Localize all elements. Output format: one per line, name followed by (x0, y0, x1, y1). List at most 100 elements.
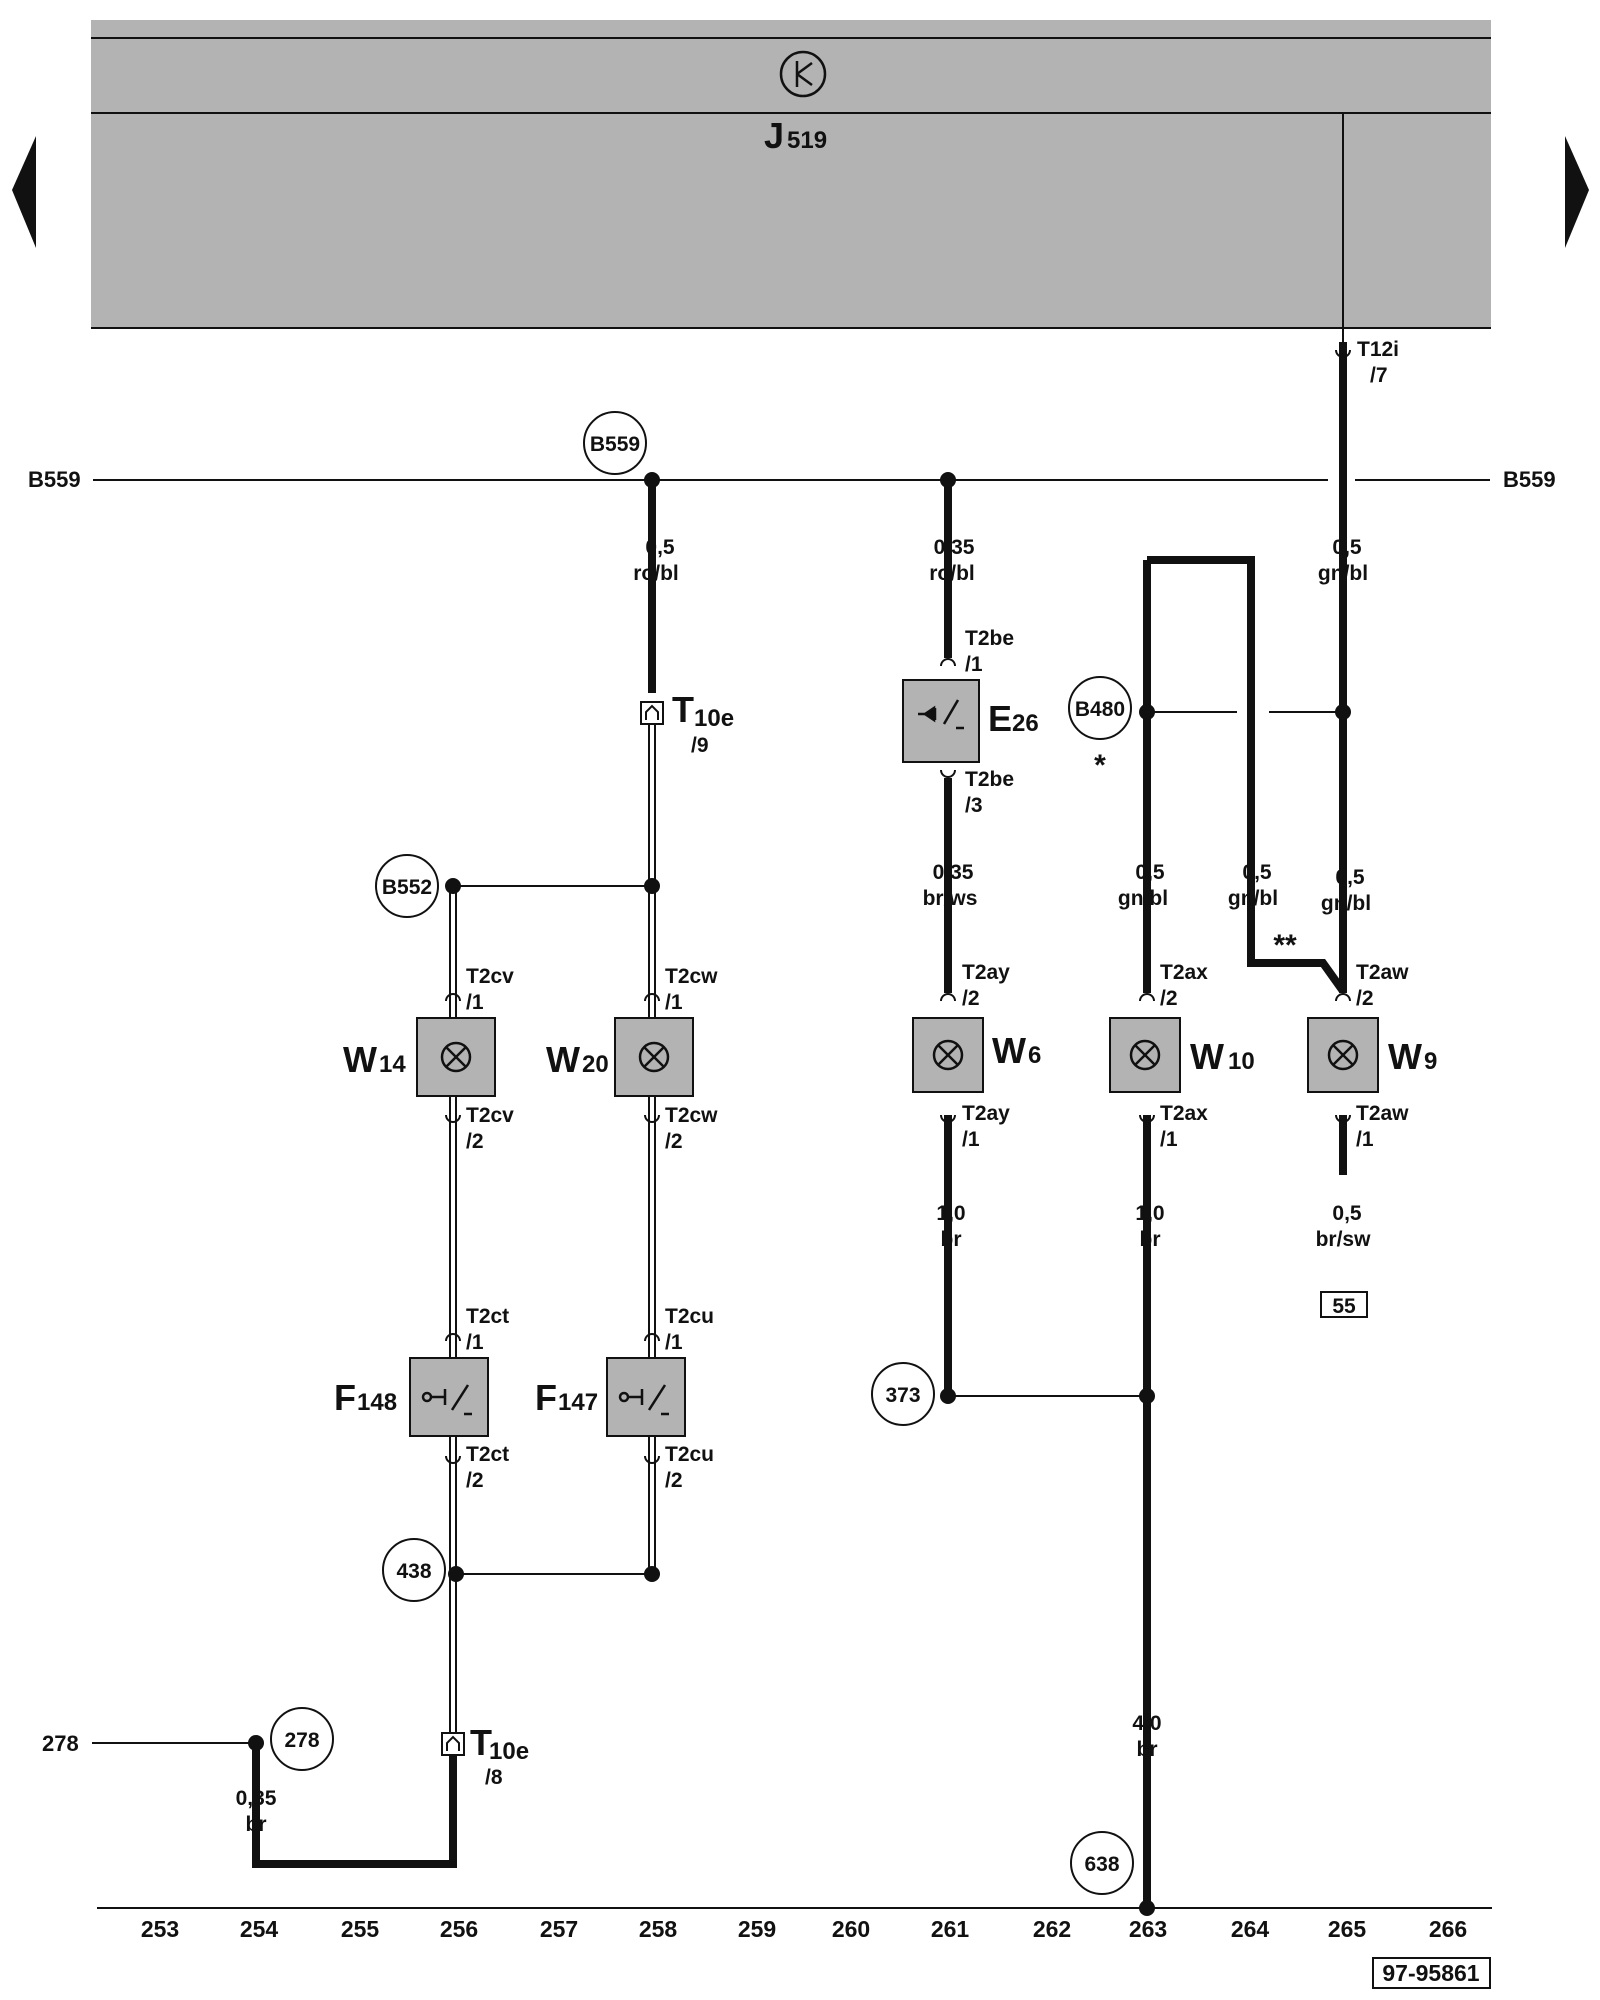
lamp-w10-icon (1129, 1039, 1161, 1071)
connector-pin: /1 (466, 991, 484, 1014)
connector-name: T2cw (665, 965, 718, 988)
component-w20: W 20 (546, 1017, 694, 1097)
connector-name: T2aw (1356, 961, 1409, 984)
connector-pin: /2 (665, 1469, 683, 1492)
axis-label-266: 266 (1429, 1916, 1467, 1942)
ground-connection-638: 638 (1084, 1853, 1119, 1876)
control-unit-j519: J 519 (91, 20, 1491, 329)
component-w9-letter: W (1388, 1036, 1422, 1077)
reference-box-55 (1320, 1291, 1368, 1318)
connector-name: T (672, 689, 694, 730)
connector-sub: 10e (694, 705, 734, 732)
component-e26: E 26 (902, 679, 1039, 763)
connector-pin: /1 (466, 1331, 484, 1354)
component-w9: W 9 (1307, 1017, 1437, 1093)
bubbles (270, 411, 1134, 1895)
axis-label-264: 264 (1231, 1916, 1270, 1942)
wire-size: 0,5 (1335, 866, 1365, 889)
axis-label-253: 253 (141, 1916, 179, 1942)
connector-name: T2cw (665, 1104, 718, 1127)
connector-name: T2cv (466, 965, 514, 988)
document-number: 97-95861 (1382, 1960, 1479, 1986)
connector-pin: /3 (965, 794, 983, 817)
connector-pin: /8 (485, 1766, 503, 1789)
component-w9-sub: 9 (1424, 1048, 1437, 1075)
connector-name: T (470, 1722, 492, 1763)
connector-name: T2cu (665, 1443, 714, 1466)
component-f147-sub: 147 (558, 1389, 598, 1416)
control-unit-symbol-icon (779, 50, 827, 98)
wire-size: 0,5 (1332, 1202, 1362, 1225)
connector-pin: /2 (1356, 987, 1374, 1010)
wire-color: br (1137, 1738, 1158, 1761)
component-w14-sub: 14 (379, 1051, 406, 1078)
wire-size: 0,5 (645, 536, 675, 559)
footnote-single-star: * (1094, 749, 1106, 782)
next-page-arrow-icon[interactable] (1565, 136, 1589, 248)
component-e26-sub: 26 (1012, 710, 1039, 737)
component-w6-letter: W (992, 1030, 1026, 1071)
switch-f148-icon (421, 1384, 472, 1416)
previous-page-arrow-icon[interactable] (12, 136, 36, 248)
axis-label-259: 259 (738, 1916, 776, 1942)
thick-wires (252, 342, 1347, 1908)
axis-label-255: 255 (341, 1916, 380, 1942)
connector-name: T2ct (466, 1305, 509, 1328)
ground-connection-438: 438 (396, 1560, 431, 1583)
wire-color: gn/bl (1321, 892, 1371, 915)
ground-point-b559-bubble: B559 (590, 433, 640, 456)
connector-pin: /7 (1370, 364, 1388, 387)
connector-pin: /1 (665, 991, 683, 1014)
connector-name: T2be (965, 768, 1014, 791)
double-wires-outline (449, 722, 656, 1742)
component-w14: W 14 (343, 1017, 496, 1097)
component-e26-letter: E (988, 698, 1012, 739)
bus-label-left: B559 (28, 467, 81, 492)
component-w20-letter: W (546, 1039, 580, 1080)
connector-name: T12i (1357, 338, 1399, 361)
component-w14-letter: W (343, 1039, 377, 1080)
connector-labels: T12i /7 T 10e /9 T 10e /8 T2be /1 T2be /… (466, 338, 1409, 1789)
switch-f147-icon (618, 1384, 669, 1416)
component-f148-sub: 148 (357, 1389, 397, 1416)
axis-label-256: 256 (440, 1916, 478, 1942)
junction-dots (248, 472, 1351, 1916)
wire-color: gn/bl (1318, 562, 1368, 585)
reference-box-55-label: 55 (1332, 1295, 1356, 1318)
wire-size: 0,35 (236, 1787, 277, 1810)
axis-label-265: 265 (1328, 1916, 1367, 1942)
component-f147: F 147 (535, 1357, 686, 1437)
connector-name: T2cu (665, 1305, 714, 1328)
wire-labels: 0,5 ro/bl 0,35 ro/bl 0,5 gn/bl 0,35 br/w… (236, 536, 1372, 1836)
wire-color: br/sw (1316, 1228, 1372, 1251)
reference-278-line-label: 278 (42, 1731, 79, 1756)
connector-pin: /1 (665, 1331, 683, 1354)
connector-pin: /2 (466, 1130, 484, 1153)
wire-size: 0,5 (1242, 861, 1272, 884)
wire-size: 0,5 (1135, 861, 1165, 884)
wire-size: 0,35 (934, 536, 975, 559)
connector-name: T2ct (466, 1443, 509, 1466)
axis-label-258: 258 (639, 1916, 678, 1942)
connector-pin: /1 (1356, 1128, 1374, 1151)
wire-size: 1,0 (936, 1202, 965, 1225)
connector-pin: /1 (962, 1128, 980, 1151)
plug-t10e-9-icon (640, 701, 664, 725)
ground-point-b480-bubble: B480 (1075, 698, 1125, 721)
wire-size: 1,0 (1135, 1202, 1164, 1225)
connector-name: T2aw (1356, 1102, 1409, 1125)
wire-size: 4,0 (1132, 1712, 1161, 1735)
wire-size: 0,5 (1332, 536, 1362, 559)
pin-markers (445, 349, 1351, 1464)
connector-name: T2ay (962, 1102, 1010, 1125)
component-w10-letter: W (1190, 1036, 1224, 1077)
wire-color: ro/bl (633, 562, 679, 585)
lamp-w14-icon (440, 1041, 472, 1073)
control-unit-sub: 519 (787, 127, 827, 154)
connector-name: T2ax (1160, 961, 1208, 984)
component-w20-sub: 20 (582, 1051, 609, 1078)
lamp-w9-icon (1327, 1039, 1359, 1071)
component-f148: F 148 (334, 1357, 489, 1437)
axis-label-254: 254 (240, 1916, 279, 1942)
